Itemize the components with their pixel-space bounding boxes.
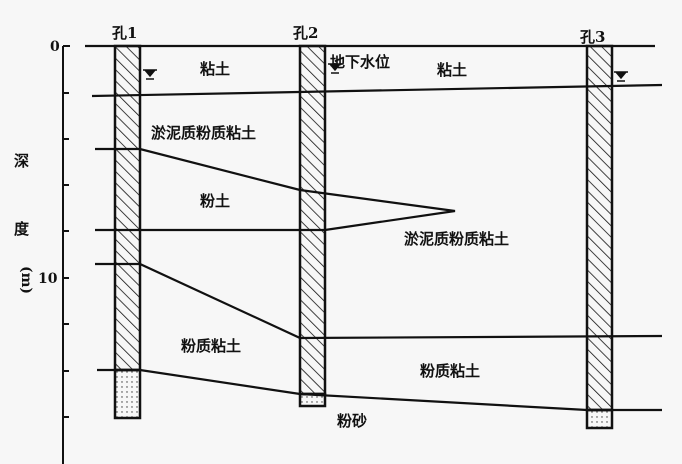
silt-lens [95, 147, 456, 232]
mucky-clay-bottom [95, 262, 663, 340]
layer-label: 粘土 [200, 60, 230, 78]
borehole-2-label: 孔2 [293, 24, 318, 42]
layer-boundaries [85, 44, 663, 412]
water-table-label: 地下水位 [330, 53, 390, 71]
axis-title-degree: 度 [14, 220, 30, 238]
borehole-2 [298, 44, 327, 408]
clay-bottom [91, 83, 663, 98]
layer-label: 粉土 [200, 192, 230, 210]
layer-label: 淤泥质粉质粘土 [151, 124, 256, 142]
water-table-icon [143, 63, 628, 82]
layer-label: 粘土 [437, 61, 467, 79]
axis-title-unit: (m) [18, 266, 34, 294]
axis-title-deep: 深 [14, 152, 29, 170]
tick-label-10: 10 [38, 271, 58, 287]
borehole-3-label: 孔3 [580, 28, 605, 46]
borehole-1-label: 孔1 [112, 24, 137, 42]
borehole-1 [113, 44, 142, 420]
layer-label: 粉质粘土 [420, 362, 480, 380]
borehole-3 [585, 44, 614, 430]
layer-label: 粉砂 [337, 412, 367, 430]
depth-axis [62, 45, 70, 464]
layer-label: 粉质粘土 [181, 337, 241, 355]
silty-clay-bottom [97, 368, 662, 412]
tick-label-0: 0 [50, 39, 60, 55]
layer-label: 淤泥质粉质粘土 [404, 230, 509, 248]
